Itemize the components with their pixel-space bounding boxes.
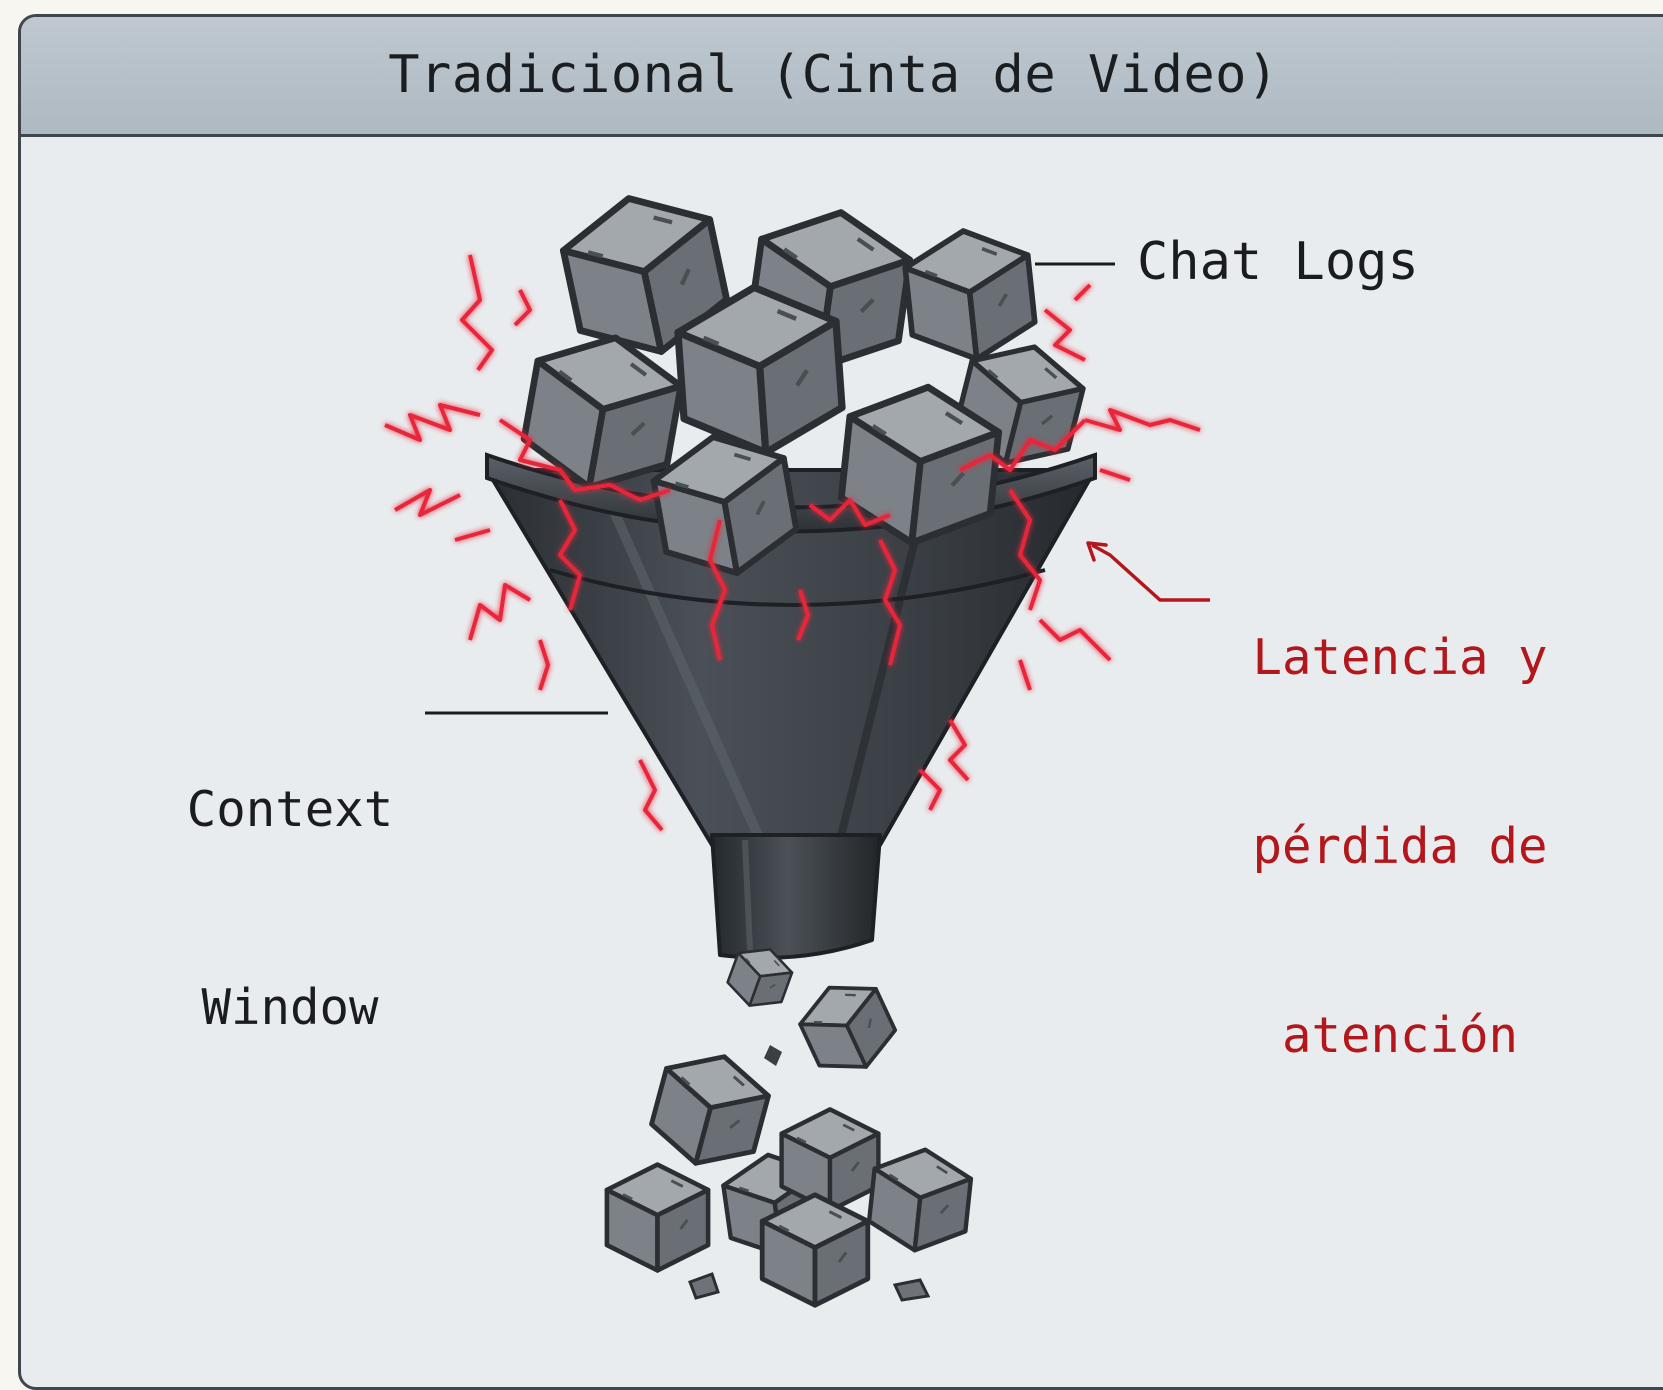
latency-label-line1: Latencia y bbox=[1252, 629, 1548, 686]
card-header: Tradicional (Cinta de Video) bbox=[21, 17, 1663, 137]
latency-label-line3: atención bbox=[1281, 1007, 1518, 1064]
context-window-label: Context Window bbox=[170, 645, 410, 1107]
latency-warning-label: Latencia y pérdida de atención bbox=[1220, 500, 1580, 1130]
falling-blocks bbox=[607, 937, 974, 1306]
latency-label-line2: pérdida de bbox=[1252, 818, 1548, 875]
context-window-label-line2: Window bbox=[201, 979, 379, 1036]
funnel-illustration bbox=[384, 0, 1210, 1350]
electric-spark-icon bbox=[384, 254, 1201, 832]
leader-lines bbox=[425, 262, 1210, 715]
chat-logs-label: Chat Logs bbox=[1137, 232, 1419, 292]
context-window-label-line1: Context bbox=[186, 781, 394, 838]
card-title: Tradicional (Cinta de Video) bbox=[388, 45, 1279, 105]
